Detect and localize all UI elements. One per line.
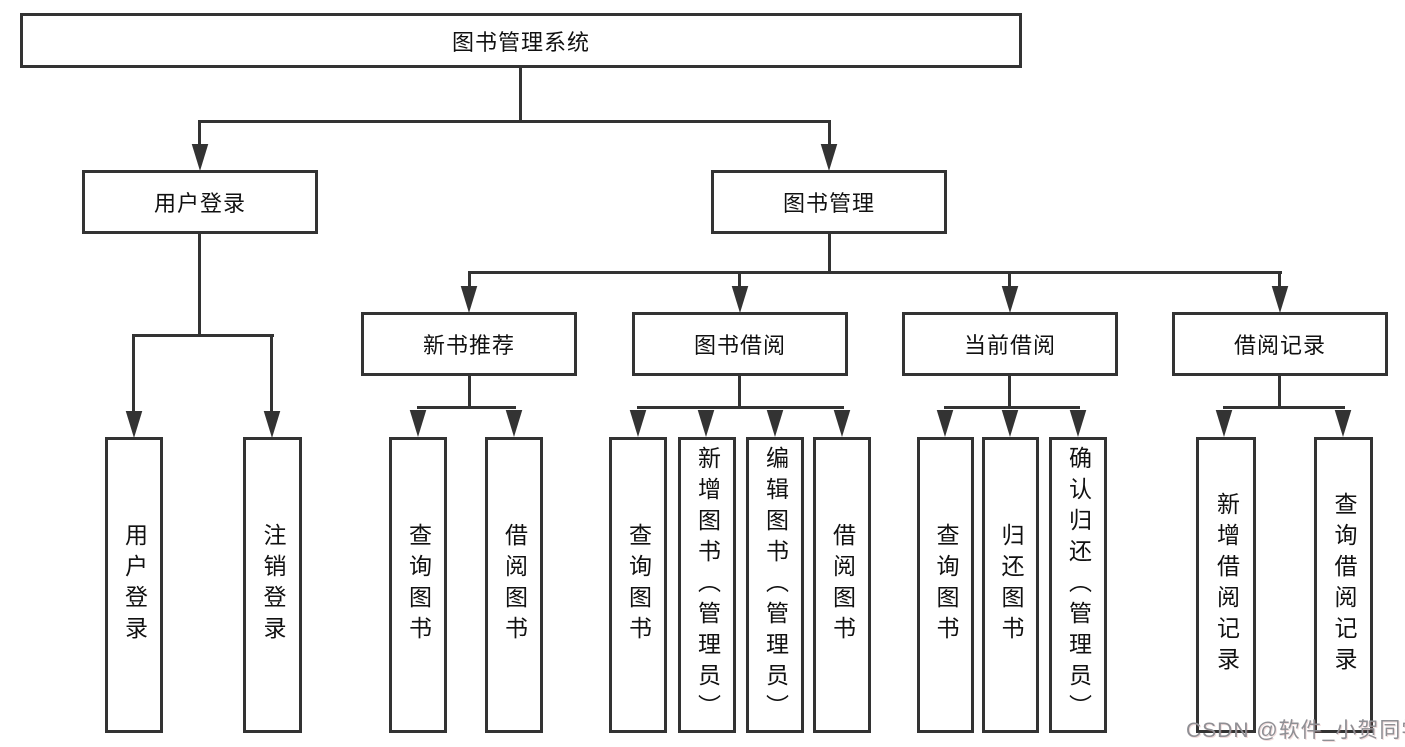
watermark: CSDN @软件_小贺同学 [1186, 719, 1405, 742]
leaf-bb-add-books-admin-label: 新增图书（管理员） [694, 445, 721, 725]
connector-line [198, 234, 201, 337]
leaf-nb-query-books: 查询图书 [389, 437, 447, 733]
node-root-label: 图书管理系统 [451, 29, 590, 55]
node-book-management-label: 图书管理 [782, 191, 875, 216]
leaf-nb-borrow-books-label: 借阅图书 [501, 523, 528, 647]
arrowhead-down-icon [1001, 286, 1019, 313]
arrowhead-down-icon [629, 410, 647, 437]
node-borrow-records-label: 借阅记录 [1233, 333, 1326, 358]
arrowhead-down-icon [409, 410, 427, 437]
leaf-cb-return-books: 归还图书 [982, 437, 1039, 733]
connector-line [468, 271, 1282, 274]
leaf-logout: 注销登录 [243, 437, 302, 733]
leaf-bb-query-books-label: 查询图书 [625, 523, 652, 647]
connector-line [199, 120, 831, 123]
leaf-bb-edit-books-admin-label: 编辑图书（管理员） [762, 445, 789, 725]
leaf-cb-confirm-return-admin: 确认归还（管理员） [1049, 437, 1107, 733]
connector-line [828, 234, 831, 274]
leaf-bb-edit-books-admin: 编辑图书（管理员） [746, 437, 804, 733]
node-borrow-records: 借阅记录 [1172, 312, 1388, 376]
connector-line [198, 120, 201, 147]
connector-line [468, 376, 471, 409]
connector-line [417, 406, 516, 409]
leaf-cb-confirm-return-admin-label: 确认归还（管理员） [1065, 445, 1092, 725]
leaf-cb-query-books-label: 查询图书 [933, 523, 959, 647]
connector-line [828, 120, 831, 147]
leaf-logout-label: 注销登录 [260, 523, 286, 647]
connector-line [944, 406, 1080, 409]
arrowhead-down-icon [731, 286, 749, 313]
arrowhead-down-icon [766, 410, 784, 437]
connector-line [468, 271, 471, 289]
leaf-br-add-record-label: 新增借阅记录 [1213, 492, 1240, 678]
arrowhead-down-icon [1001, 410, 1019, 437]
arrowhead-down-icon [191, 144, 209, 171]
arrowhead-down-icon [820, 144, 838, 171]
node-new-book-recommend-label: 新书推荐 [422, 333, 515, 358]
leaf-cb-query-books: 查询图书 [917, 437, 974, 733]
connector-line [1008, 271, 1011, 289]
connector-line [1223, 406, 1345, 409]
leaf-br-add-record: 新增借阅记录 [1196, 437, 1256, 733]
arrowhead-down-icon [1215, 410, 1233, 437]
arrowhead-down-icon [936, 410, 954, 437]
connector-line [519, 68, 522, 123]
leaf-bb-add-books-admin: 新增图书（管理员） [678, 437, 736, 733]
leaf-cb-return-books-label: 归还图书 [998, 523, 1024, 647]
leaf-br-query-record: 查询借阅记录 [1314, 437, 1373, 733]
connector-line [1278, 271, 1281, 289]
arrowhead-down-icon [833, 410, 851, 437]
connector-line [637, 406, 844, 409]
connector-line [1278, 376, 1281, 409]
arrowhead-down-icon [460, 286, 478, 313]
connector-line [133, 334, 274, 337]
arrowhead-down-icon [1069, 410, 1087, 437]
arrowhead-down-icon [125, 411, 143, 438]
leaf-bb-borrow-books-label: 借阅图书 [829, 523, 856, 647]
arrowhead-down-icon [505, 410, 523, 437]
node-book-borrow: 图书借阅 [632, 312, 848, 376]
arrowhead-down-icon [263, 411, 281, 438]
arrowhead-down-icon [1334, 410, 1352, 437]
arrowhead-down-icon [697, 410, 715, 437]
node-current-borrow-label: 当前借阅 [963, 333, 1056, 358]
node-new-book-recommend: 新书推荐 [361, 312, 577, 376]
node-user-login: 用户登录 [82, 170, 318, 234]
connector-line [738, 376, 741, 409]
leaf-bb-query-books: 查询图书 [609, 437, 667, 733]
leaf-bb-borrow-books: 借阅图书 [813, 437, 871, 733]
connector-line [738, 271, 741, 289]
leaf-user-login-label: 用户登录 [121, 523, 148, 647]
node-user-login-label: 用户登录 [153, 191, 246, 216]
node-root: 图书管理系统 [20, 13, 1022, 68]
connector-line [270, 334, 273, 414]
node-book-borrow-label: 图书借阅 [693, 333, 786, 358]
leaf-nb-query-books-label: 查询图书 [405, 523, 432, 647]
node-book-management: 图书管理 [711, 170, 947, 234]
leaf-br-query-record-label: 查询借阅记录 [1331, 492, 1357, 678]
connector-line [132, 334, 135, 414]
leaf-user-login: 用户登录 [105, 437, 163, 733]
node-current-borrow: 当前借阅 [902, 312, 1118, 376]
connector-line [1008, 376, 1011, 409]
leaf-nb-borrow-books: 借阅图书 [485, 437, 543, 733]
arrowhead-down-icon [1271, 286, 1289, 313]
